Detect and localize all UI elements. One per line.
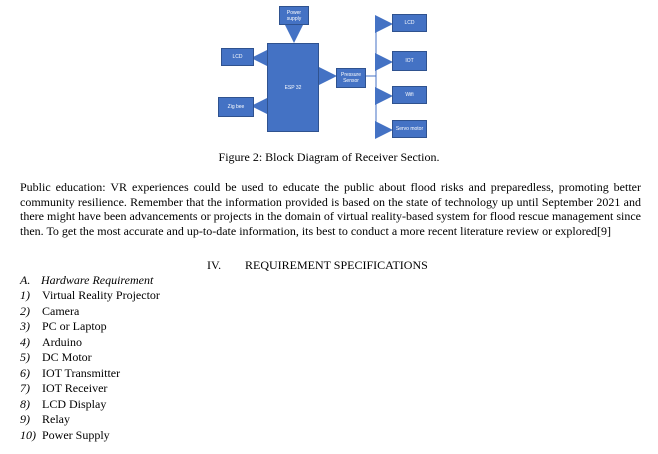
list-item: 8) LCD Display [20,397,160,413]
subsection-label: A. [20,273,31,287]
zigbee-block: Zig bee [218,97,254,117]
list-text: Virtual Reality Projector [42,288,160,302]
list-number: 7) [20,381,30,395]
wifi-block: Wifi [392,86,427,104]
list-text: IOT Transmitter [42,365,121,380]
list-number: 9) [20,412,30,426]
power-supply-block: Power supply [279,6,309,25]
list-number: 4) [20,334,30,349]
list-text: IOT Receiver [42,381,108,395]
lcd-left-block: LCD [221,48,254,66]
list-number: 3) [20,319,30,333]
list-text: Arduino [42,334,82,349]
list-text: DC Motor [42,350,92,364]
pressure-sensor-label: Pressure Sensor [340,72,361,84]
section-number: IV. [207,258,222,272]
list-number: 2) [20,303,30,318]
list-item: 4) Arduino [20,335,160,351]
list-item: 6) IOT Transmitter [20,366,160,382]
subsection-title: Hardware Requirement [41,273,154,287]
esp32-label: ESP 32 [284,84,302,91]
subsection-heading: A. Hardware Requirement [20,273,153,288]
power-supply-label: Power supply [286,9,302,22]
list-number: 10) [20,427,36,442]
iot-label: IOT [405,58,414,64]
pressure-sensor-block: Pressure Sensor [336,68,366,88]
list-item: 7) IOT Receiver [20,381,160,397]
list-item: 3) PC or Laptop [20,319,160,335]
wifi-label: Wifi [405,92,414,98]
section-heading: IV. REQUIREMENT SPECIFICATIONS [207,258,428,273]
servo-motor-label: Servo motor [395,126,424,132]
list-text: PC or Laptop [42,319,107,333]
list-item: 1) Virtual Reality Projector [20,288,160,304]
list-item: 10) Power Supply [20,428,160,444]
list-number: 5) [20,350,30,364]
esp32-block: ESP 32 [267,43,319,132]
list-text: Camera [42,303,80,318]
list-text: LCD Display [42,396,107,411]
list-item: 2) Camera [20,304,160,320]
list-item: 9) Relay [20,412,160,428]
lcd-left-label: LCD [232,54,243,60]
iot-block: IOT [392,51,427,71]
lcd-right-block: LCD [392,14,427,32]
list-number: 8) [20,396,30,411]
list-item: 5) DC Motor [20,350,160,366]
figure-caption: Figure 2: Block Diagram of Receiver Sect… [218,150,440,164]
section-title: REQUIREMENT SPECIFICATIONS [245,258,428,272]
lcd-right-label: LCD [404,20,415,26]
list-number: 1) [20,288,30,302]
servo-motor-block: Servo motor [392,120,427,138]
list-text: Relay [42,412,70,426]
diagram-connectors [251,15,393,139]
body-paragraph: Public education: VR experiences could b… [20,180,641,238]
requirements-list: 1) Virtual Reality Projector 2) Camera 3) P… [20,288,160,443]
list-number: 6) [20,365,30,380]
zigbee-label: Zig bee [227,104,245,110]
list-text: Power Supply [42,427,110,442]
